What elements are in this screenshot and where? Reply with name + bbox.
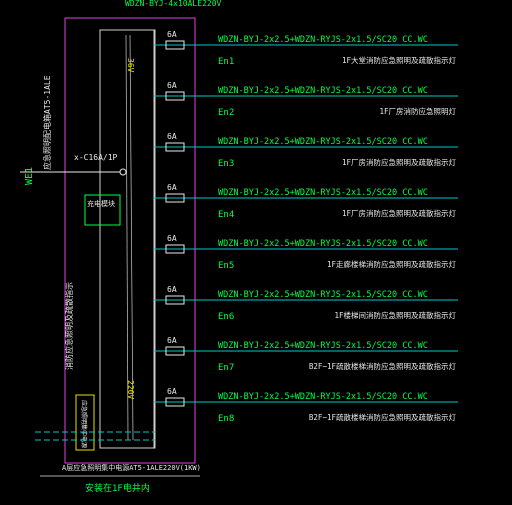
bottom-module: [75, 394, 95, 451]
circuit-desc: 1F大堂消防应急照明及疏散指示灯: [342, 55, 457, 65]
breaker-rating: 6A: [167, 285, 177, 294]
cable-spec: WDZN-BYJ-2x2.5+WDZN-RYJS-2x1.5/SC20 CC.W…: [218, 137, 428, 147]
busbar-diagonal-2: [125, 34, 129, 441]
cable-spec: WDZN-BYJ-2x2.5+WDZN-RYJS-2x1.5/SC20 CC.W…: [218, 35, 428, 45]
charger-label: 充电模块: [87, 199, 115, 208]
circuit-id: En8: [218, 414, 234, 424]
circuit-id: En6: [218, 312, 234, 322]
circuit-desc: 1F走廊楼梯消防应急照明及疏散指示灯: [327, 259, 457, 269]
breaker-rating: 6A: [167, 183, 177, 192]
breaker-box: [165, 91, 185, 101]
circuit-id: En5: [218, 261, 234, 271]
circuit-desc: B2F~1F疏散楼梯消防应急照明及疏散指示灯: [309, 412, 457, 422]
voltage-top: 36V: [126, 58, 135, 73]
breaker-rating: 6A: [167, 81, 177, 90]
incoming-label: WE1: [24, 167, 35, 185]
cable-spec: WDZN-BYJ-2x2.5+WDZN-RYJS-2x1.5/SC20 CC.W…: [218, 290, 428, 300]
main-breaker-symbol: [119, 168, 127, 176]
breaker-rating: 6A: [167, 387, 177, 396]
incoming-cable-label: 应急照明配电箱AT5-1ALE: [42, 75, 52, 170]
breaker-box: [165, 397, 185, 407]
circuit-desc: B2F~1F疏散楼梯消防应急照明及疏散指示灯: [309, 361, 457, 371]
circuit-group: 6A WDZN-BYJ-2x2.5+WDZN-RYJS-2x1.5/SC20 CC…: [154, 30, 458, 424]
cable-spec: WDZN-BYJ-2x2.5+WDZN-RYJS-2x1.5/SC20 CC.W…: [218, 392, 428, 402]
circuit-id: En1: [218, 57, 234, 67]
voltage-bottom: 220V: [126, 380, 135, 399]
cable-spec: WDZN-BYJ-2x2.5+WDZN-RYJS-2x1.5/SC20 CC.W…: [218, 239, 428, 249]
circuit-desc: 1F厂房消防应急照明及疏散指示灯: [342, 157, 457, 167]
breaker-box: [165, 40, 185, 50]
circuit-desc: 1F厂房消防应急照明灯: [379, 106, 456, 116]
busbar-diagonal: [129, 34, 134, 441]
breaker-rating: 6A: [167, 336, 177, 345]
busbar-frame: [99, 29, 156, 449]
breaker-rating: 6A: [167, 30, 177, 39]
header-feed: WDZN-BYJ-4x10ALE220V: [125, 0, 222, 8]
breaker-box: [165, 193, 185, 203]
cable-spec: WDZN-BYJ-2x2.5+WDZN-RYJS-2x1.5/SC20 CC.W…: [218, 188, 428, 198]
breaker-box: [165, 346, 185, 356]
breaker-box: [165, 142, 185, 152]
circuit-id: En7: [218, 363, 234, 373]
bottom-module-label: 应急照明集中电源: [80, 400, 88, 448]
circuit-desc: 1F厂房消防应急照明及疏散指示灯: [342, 208, 457, 218]
charger-module: [84, 194, 121, 226]
circuit-desc: 1F楼梯间消防应急照明及疏散指示灯: [334, 310, 456, 320]
circuit-id: En4: [218, 210, 234, 220]
breaker-box: [165, 295, 185, 305]
panel-frame: [64, 17, 196, 464]
left-vertical-label: 消防应急照明及疏散指示: [64, 282, 74, 370]
breaker-rating: 6A: [167, 234, 177, 243]
footer-caption: A层应急照明集中电源AT5-1ALE220V(1KW): [62, 463, 201, 472]
cable-spec: WDZN-BYJ-2x2.5+WDZN-RYJS-2x1.5/SC20 CC.W…: [218, 341, 428, 351]
main-breaker-label: x-C16A/1P: [74, 153, 118, 162]
footer-location: 安装在1F电井内: [85, 482, 150, 494]
breaker-rating: 6A: [167, 132, 177, 141]
circuit-id: En2: [218, 108, 234, 118]
circuit-id: En3: [218, 159, 234, 169]
cable-spec: WDZN-BYJ-2x2.5+WDZN-RYJS-2x1.5/SC20 CC.W…: [218, 86, 428, 96]
breaker-box: [165, 244, 185, 254]
